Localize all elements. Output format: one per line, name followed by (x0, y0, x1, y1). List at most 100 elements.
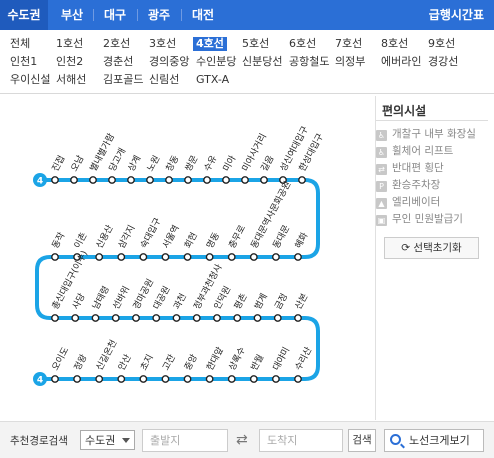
line-5[interactable]: 5호선 (242, 37, 270, 50)
line-everline[interactable]: 에버라인 (381, 55, 422, 68)
express-timetable-link[interactable]: 급행시간표 (428, 8, 484, 22)
facility-restroom[interactable]: ♿개찰구 내부 화장실 (376, 128, 476, 141)
elevator-icon: ▲ (376, 198, 387, 209)
line-all[interactable]: 전체 (10, 37, 31, 50)
tab-sudogwon[interactable]: 수도권 (0, 0, 48, 30)
line-gimpo-gold[interactable]: 김포골드 (103, 73, 144, 86)
crossing-icon: ⇄ (376, 164, 387, 175)
line-8[interactable]: 8호선 (381, 37, 409, 50)
route-search-bar: 추천경로검색 수도권 출발지 ⇄ 도착지 검색 노선크게보기 (0, 421, 494, 458)
line-incheon1[interactable]: 인천1 (10, 55, 38, 68)
station-dot (117, 253, 126, 261)
station-dot (222, 176, 230, 184)
station-dot (95, 375, 104, 383)
region-select[interactable]: 수도권 (80, 430, 135, 450)
line-7[interactable]: 7호선 (335, 37, 363, 50)
station-dot (161, 253, 170, 261)
station-label: 대공원 (151, 284, 172, 311)
line-9[interactable]: 9호선 (428, 37, 456, 50)
station-label: 혜화 (292, 230, 310, 250)
line-badge-label: 4 (37, 376, 43, 386)
tab-busan[interactable]: 부산 (60, 8, 84, 22)
divider (376, 120, 488, 121)
line-4[interactable]: 4호선 (193, 37, 227, 51)
station-dot (184, 176, 192, 184)
station-label: 쌍문 (183, 154, 200, 174)
station-dot (192, 314, 201, 322)
tab-gwangju[interactable]: 광주 (147, 8, 171, 22)
station-dot (139, 375, 148, 383)
line-gyeongchun[interactable]: 경춘선 (103, 55, 134, 68)
arrival-input[interactable]: 도착지 (259, 429, 343, 452)
station-label: 대야미 (271, 345, 292, 372)
facility-wheelchair-lift[interactable]: ♿휠체어 리프트 (376, 145, 454, 158)
station-dot (89, 176, 97, 184)
station-label: 한대앞 (204, 345, 226, 373)
facility-crossing[interactable]: ⇄반대편 횡단 (376, 160, 444, 176)
station-label: 길음 (259, 154, 276, 174)
departure-input[interactable]: 출발지 (142, 429, 228, 452)
station-dot (183, 375, 192, 383)
line-ui-sinseol[interactable]: 우이신설 (10, 73, 51, 86)
kiosk-icon: ▣ (376, 215, 387, 226)
line-1[interactable]: 1호선 (56, 37, 84, 50)
station-label: 수유 (202, 154, 219, 174)
station-dot (227, 375, 236, 383)
station-dot (108, 176, 116, 184)
line-suinbundang[interactable]: 수인분당 (196, 55, 237, 68)
station-label: 상계 (125, 153, 143, 173)
line-gyeonggang[interactable]: 경강선 (428, 55, 459, 68)
line-uijeongbu[interactable]: 의정부 (335, 55, 366, 68)
parking-icon: P (376, 181, 387, 192)
line-sillim[interactable]: 신림선 (149, 73, 180, 86)
station-label: 신용산 (94, 223, 115, 250)
station-dot (73, 253, 81, 261)
tab-daejeon[interactable]: 대전 (191, 8, 215, 22)
line-gtx-a[interactable]: GTX-A (196, 73, 230, 86)
station-label: 오이도 (50, 345, 71, 372)
station-label: 정왕 (72, 353, 89, 373)
line-3[interactable]: 3호선 (149, 37, 177, 50)
station-dot (95, 253, 104, 261)
line-gyeongui[interactable]: 경의중앙 (149, 55, 190, 68)
line-2[interactable]: 2호선 (103, 37, 131, 50)
station-label: 노원 (145, 154, 162, 174)
station-label: 명동 (205, 231, 222, 251)
facility-kiosk[interactable]: ▣무인 민원발급기 (376, 213, 463, 226)
station-label: 창동 (164, 154, 181, 174)
station-dot (260, 176, 268, 184)
station-label: 고잔 (160, 353, 177, 373)
tab-daegu[interactable]: 대구 (103, 8, 127, 22)
station-label: 남태령 (90, 284, 112, 312)
terminus-badge (33, 173, 47, 187)
line-incheon2[interactable]: 인천2 (56, 55, 84, 68)
tab-separator (181, 9, 182, 21)
enlarge-map-button[interactable]: 노선크게보기 (384, 429, 484, 452)
search-button[interactable]: 검색 (348, 429, 376, 452)
station-dot (227, 253, 236, 261)
line-sinbundang[interactable]: 신분당선 (242, 55, 283, 68)
station-dot (183, 253, 192, 261)
station-dot (279, 176, 287, 184)
line-seohae[interactable]: 서해선 (56, 73, 87, 86)
station-label: 동대문 (271, 223, 292, 250)
facility-elevator[interactable]: ▲엘리베이터 (376, 194, 440, 210)
station-label: 숙대입구 (137, 216, 163, 251)
reset-selection-button[interactable]: ⟳ 선택초기화 (384, 237, 479, 259)
station-label: 오남 (69, 154, 86, 174)
magnifier-icon (390, 434, 401, 445)
line-6[interactable]: 6호선 (289, 37, 317, 50)
station-label: 안산 (116, 353, 133, 373)
station-label: 중앙 (182, 352, 200, 372)
line-airport[interactable]: 공항철도 (289, 55, 330, 68)
station-dot (203, 176, 211, 184)
swap-icon[interactable]: ⇄ (236, 432, 248, 448)
station-dot (152, 314, 161, 322)
station-label: 선바위 (111, 284, 132, 311)
station-dot (253, 314, 262, 322)
terminus-badge (33, 372, 47, 386)
